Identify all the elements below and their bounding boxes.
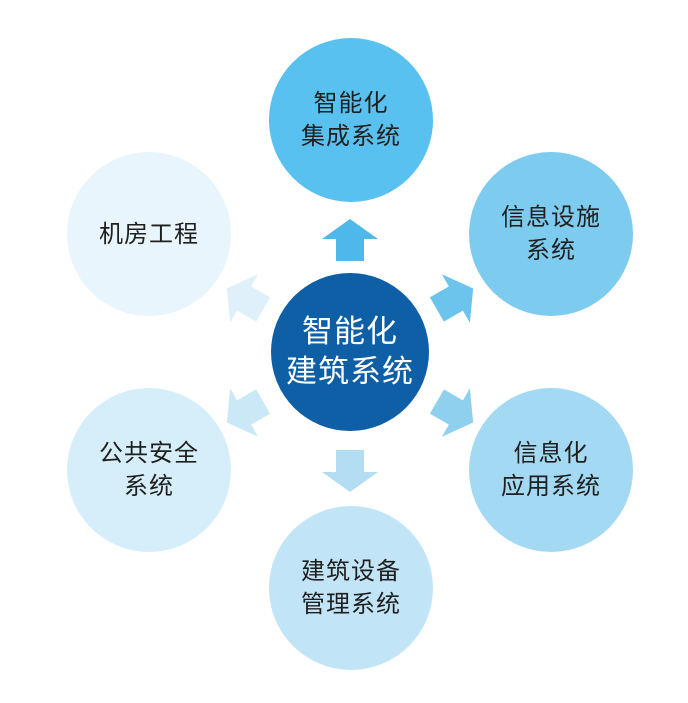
- arrow-down-left-icon: [226, 388, 271, 437]
- node-label-line-2: 集成系统: [301, 122, 401, 150]
- center-node: 智能化 建筑系统: [271, 273, 429, 431]
- arrow-up-right-icon: [429, 274, 474, 323]
- node-label-line-1: 信息设施: [501, 203, 601, 231]
- center-label-line-2: 建筑系统: [286, 354, 414, 390]
- node-label-line-2: 管理系统: [301, 590, 401, 618]
- node-public-safety-system: 公共安全 系统: [67, 388, 231, 552]
- node-label-line-1: 机房工程: [99, 219, 199, 248]
- node-information-facility-system: 信息设施 系统: [469, 152, 633, 316]
- node-integration-system: 智能化 集成系统: [269, 38, 433, 202]
- node-label-line-2: 应用系统: [501, 472, 601, 500]
- center-label-line-1: 智能化: [302, 314, 398, 350]
- node-information-application-system: 信息化 应用系统: [469, 388, 633, 552]
- node-label-line-2: 系统: [526, 236, 576, 264]
- arrow-to-top-right: [422, 263, 488, 336]
- node-label-line-1: 智能化: [313, 89, 389, 117]
- node-label-line-1: 公共安全: [99, 439, 199, 467]
- arrow-to-bottom-left: [212, 376, 278, 449]
- node-label-line-1: 建筑设备: [301, 557, 401, 585]
- node-building-equipment-management: 建筑设备 管理系统: [269, 506, 433, 670]
- node-machine-room-engineering: 机房工程: [67, 152, 231, 316]
- arrow-to-top: [320, 219, 380, 261]
- arrow-up-left-icon: [226, 274, 271, 323]
- arrow-down-icon: [322, 450, 378, 492]
- arrow-down-right-icon: [429, 388, 474, 437]
- node-label-line-1: 信息化: [513, 439, 589, 467]
- arrow-to-top-left: [212, 263, 278, 336]
- arrow-to-bottom: [320, 450, 380, 492]
- arrow-to-bottom-right: [422, 376, 488, 449]
- node-label-line-2: 系统: [124, 472, 174, 500]
- arrow-up-icon: [322, 219, 378, 261]
